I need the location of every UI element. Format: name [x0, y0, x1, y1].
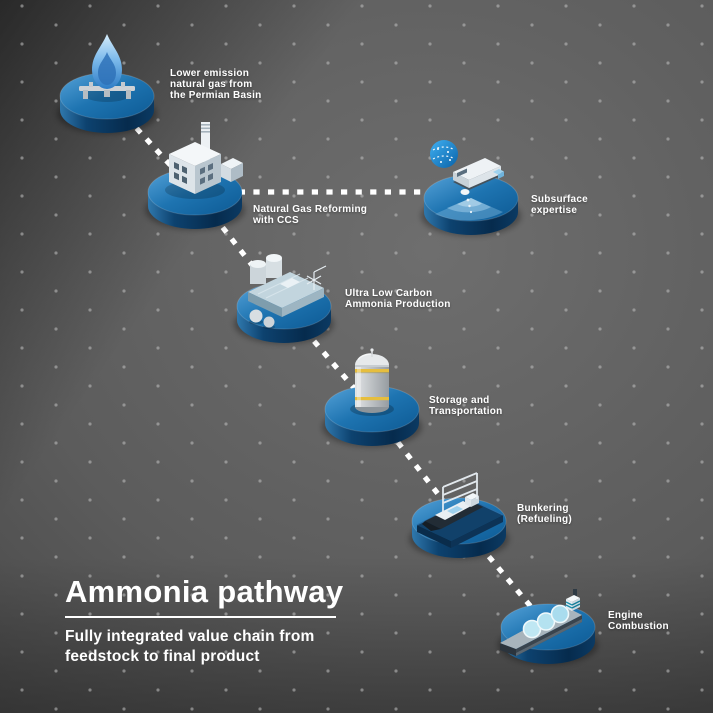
node-subsurface-expertise	[401, 116, 541, 248]
title-underline	[65, 616, 336, 618]
node-natural-gas-reforming	[125, 110, 265, 242]
reforming-plant-icon	[165, 122, 243, 199]
page-subtitle: Fully integrated value chain from feedst…	[65, 628, 315, 665]
gas-flame-icon	[79, 34, 135, 102]
globe-icon	[430, 140, 458, 168]
node-ammonia-production	[214, 224, 354, 356]
ammonia-plant-icon	[248, 254, 327, 329]
node-bunkering	[389, 439, 529, 571]
subsurface-survey-icon	[430, 140, 505, 221]
node-lower-emission-gas	[37, 14, 177, 146]
page-title: Ammonia pathway	[65, 574, 344, 609]
ammonia-ship-icon	[500, 589, 582, 656]
label-bunkering: Bunkering(Refueling)	[517, 503, 572, 525]
bunkering-dock-icon	[416, 472, 504, 548]
node-engine-combustion	[478, 545, 618, 677]
title-block: Ammonia pathway Fully integrated value c…	[65, 575, 343, 667]
node-storage-transportation	[302, 327, 442, 459]
storage-tank-icon	[350, 348, 394, 416]
